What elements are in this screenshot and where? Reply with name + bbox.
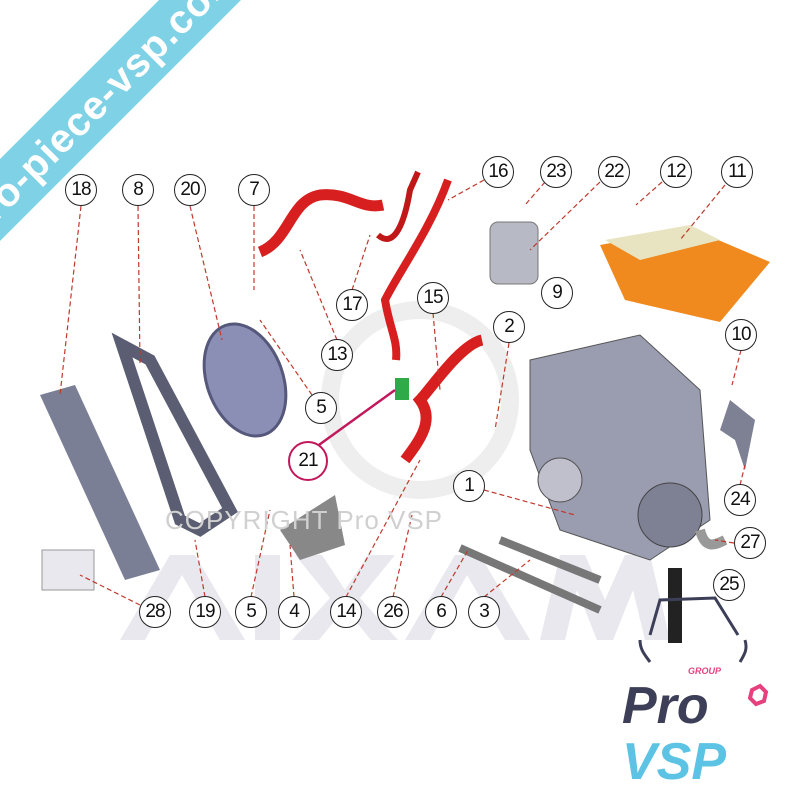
callout-10: 10 xyxy=(725,319,757,351)
callout-19: 19 xyxy=(189,596,221,628)
bracket-4 xyxy=(280,495,345,560)
logo-pro-text: Pro xyxy=(622,677,709,735)
callout-2: 2 xyxy=(493,311,525,343)
t-connector-21 xyxy=(395,378,409,400)
callout-11: 11 xyxy=(721,156,753,188)
callout-27: 27 xyxy=(734,527,766,559)
part-28 xyxy=(41,549,95,591)
logo-car-icon xyxy=(638,596,748,663)
leader-lines xyxy=(59,179,746,606)
callout-17: 17 xyxy=(336,289,368,321)
callout-4: 4 xyxy=(278,596,310,628)
fan-shroud xyxy=(111,332,238,537)
radiator xyxy=(40,385,160,580)
callout-22: 22 xyxy=(598,156,630,188)
callout-24: 24 xyxy=(724,484,756,516)
logo-vsp-text: VSP xyxy=(622,733,727,791)
callout-18: 18 xyxy=(65,174,97,206)
callout-25: 25 xyxy=(713,569,745,601)
bracket-24 xyxy=(720,400,755,470)
copyright-watermark: COPYRIGHT Pro VSP xyxy=(165,505,444,535)
hose-17 xyxy=(376,170,421,242)
callout-21: 21 xyxy=(288,441,328,481)
callout-15: 15 xyxy=(417,282,449,314)
callout-3: 3 xyxy=(468,596,500,628)
callout-13: 13 xyxy=(321,339,353,371)
cooling-fan xyxy=(202,322,288,438)
callout-20: 20 xyxy=(174,174,206,206)
flywheel xyxy=(637,482,703,548)
callout-28: 28 xyxy=(139,596,171,628)
callout-9: 9 xyxy=(541,277,573,309)
callout-23: 23 xyxy=(540,156,572,188)
callout-5: 5 xyxy=(235,596,267,628)
callout-12: 12 xyxy=(660,156,692,188)
callout-26: 26 xyxy=(377,596,409,628)
part-25 xyxy=(668,568,682,643)
oil-filter xyxy=(537,457,583,503)
callout-14: 14 xyxy=(330,596,362,628)
expansion-tank xyxy=(489,221,539,285)
callout-16: 16 xyxy=(482,156,514,188)
brackets-3-6 xyxy=(458,536,602,614)
hose-13 xyxy=(257,189,385,258)
callout-8: 8 xyxy=(122,174,154,206)
hose-16 xyxy=(380,178,452,361)
hose-27 xyxy=(695,528,728,550)
callout-1: 1 xyxy=(453,470,485,502)
engine-cover-top xyxy=(605,225,720,260)
logo-group-text: GROUP xyxy=(688,666,722,676)
callout-7: 7 xyxy=(238,174,270,206)
hose-15 xyxy=(400,334,484,464)
callout-6: 6 xyxy=(425,596,457,628)
callout-5: 5 xyxy=(305,392,337,424)
logo-nut-icon xyxy=(747,683,769,707)
